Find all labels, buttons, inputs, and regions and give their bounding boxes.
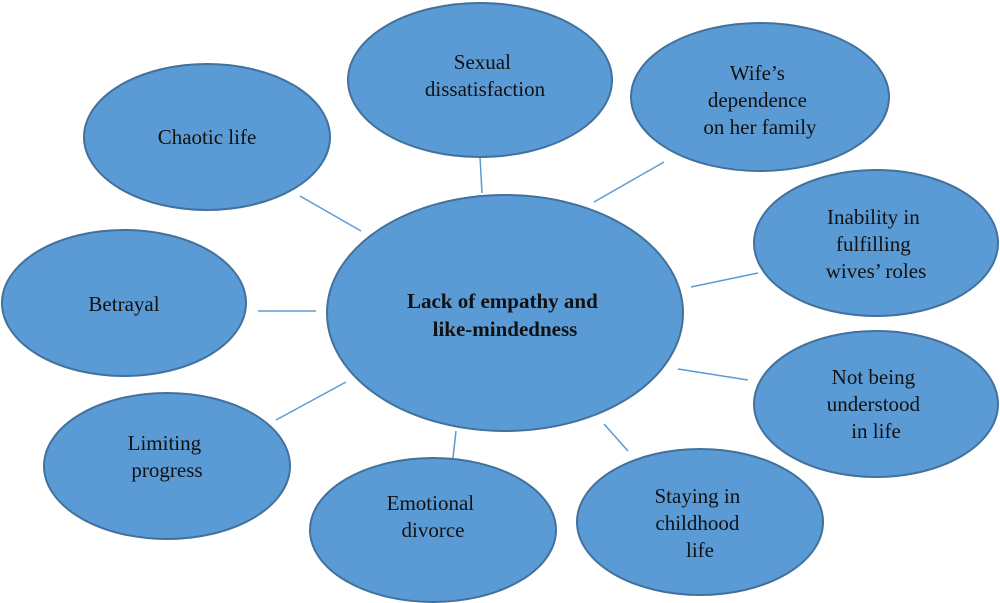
node-staying-childhood: Staying in childhood life (576, 448, 824, 596)
node-wife-dependence: Wife’s dependence on her family (630, 22, 890, 172)
node-chaotic-life: Chaotic life (83, 63, 331, 211)
node-sexual-dissatisfaction-label: Sexual dissatisfaction (425, 50, 546, 101)
node-emotional-divorce-label: Emotional divorce (387, 491, 480, 542)
center-node-label: Lack of empathy and like-mindedness (407, 289, 603, 341)
connector-staying-childhood (603, 423, 629, 452)
center-node: Lack of empathy and like-mindedness (326, 194, 684, 432)
connector-not-understood (677, 368, 749, 381)
connector-inability-wives-roles (690, 272, 759, 288)
node-betrayal-label: Betrayal (88, 292, 159, 316)
node-not-understood-label: Not being understood in life (827, 365, 926, 443)
connector-chaotic-life (299, 195, 362, 232)
node-betrayal: Betrayal (1, 229, 247, 377)
node-limiting-progress: Limiting progress (43, 392, 291, 540)
node-limiting-progress-label: Limiting progress (128, 431, 207, 482)
connector-limiting-progress (275, 381, 347, 421)
node-emotional-divorce: Emotional divorce (309, 457, 557, 603)
node-sexual-dissatisfaction: Sexual dissatisfaction (347, 2, 613, 158)
node-not-understood: Not being understood in life (753, 330, 999, 478)
node-chaotic-life-label: Chaotic life (158, 125, 257, 149)
node-wife-dependence-label: Wife’s dependence on her family (703, 61, 817, 139)
node-inability-wives-roles-label: Inability in fulfilling wives’ roles (826, 205, 927, 283)
connector-sexual-dissatisfaction (479, 156, 483, 194)
connector-wife-dependence (593, 161, 665, 203)
connector-emotional-divorce (452, 430, 457, 459)
node-staying-childhood-label: Staying in childhood life (654, 484, 745, 562)
node-inability-wives-roles: Inability in fulfilling wives’ roles (753, 169, 999, 317)
